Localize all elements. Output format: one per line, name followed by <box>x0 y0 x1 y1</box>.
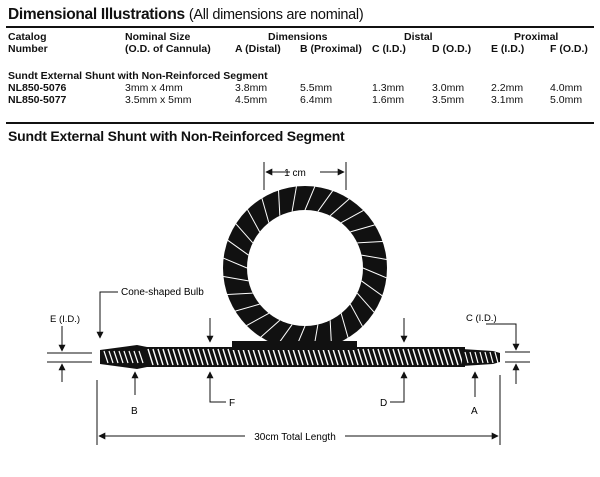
row2-b: 6.4mm <box>300 94 333 106</box>
label-d: D <box>380 398 387 409</box>
title-note: (All dimensions are nominal) <box>188 7 364 23</box>
header-rule <box>6 26 594 28</box>
total-length-dimension <box>96 375 501 445</box>
row1-e: 2.2mm <box>491 82 524 94</box>
col-a-header: A (Distal) <box>235 43 281 55</box>
row1-nominal: 3mm x 4mm <box>125 82 183 94</box>
nominal-header: Nominal Size <box>125 31 191 43</box>
dimension-e <box>47 326 92 382</box>
row2-f: 5.0mm <box>550 94 583 106</box>
label-f: F <box>229 398 235 409</box>
catalog-header: Catalog <box>8 31 47 43</box>
distal-tip <box>462 349 500 366</box>
row2-e: 3.1mm <box>491 94 524 106</box>
bulb-label: Cone-shaped Bulb <box>121 287 204 298</box>
number-header: Number <box>8 43 48 55</box>
row1-d: 3.0mm <box>432 82 465 94</box>
label-e: E (I.D.) <box>50 314 80 325</box>
col-e-header: E (I.D.) <box>491 43 525 55</box>
row1-f: 4.0mm <box>550 82 583 94</box>
nominal-subheader: (O.D. of Cannula) <box>125 43 211 55</box>
label-c: C (I.D.) <box>466 313 497 324</box>
shunt-tube <box>145 341 465 367</box>
row2-d: 3.5mm <box>432 94 465 106</box>
row1-b: 5.5mm <box>300 82 333 94</box>
illustration-title: Sundt External Shunt with Non-Reinforced… <box>8 128 345 144</box>
page-title: Dimensional Illustrations (All dimension… <box>8 6 364 24</box>
label-a: A <box>471 406 478 417</box>
dimension-c <box>486 323 530 384</box>
col-c-header: C (I.D.) <box>372 43 406 55</box>
col-b-header: B (Proximal) <box>300 43 362 55</box>
row2-c: 1.6mm <box>372 94 405 106</box>
cone-shaped-bulb <box>100 345 147 369</box>
table-group-title: Sundt External Shunt with Non-Reinforced… <box>8 70 268 82</box>
scale-indicator <box>263 162 347 190</box>
row1-catalog: NL850-5076 <box>8 82 67 94</box>
distal-header: Distal <box>404 31 433 43</box>
dimensions-header: Dimensions <box>268 31 328 43</box>
proximal-header: Proximal <box>514 31 559 43</box>
col-f-header: F (O.D.) <box>550 43 588 55</box>
row2-a: 4.5mm <box>235 94 268 106</box>
row2-nominal: 3.5mm x 5mm <box>125 94 192 106</box>
scale-label: 1 cm <box>284 168 306 179</box>
col-d-header: D (O.D.) <box>432 43 472 55</box>
row2-catalog: NL850-5077 <box>8 94 67 106</box>
shunt-loop <box>223 186 387 350</box>
title-text: Dimensional Illustrations <box>8 6 185 23</box>
total-length-label: 30cm Total Length <box>254 432 336 443</box>
row1-a: 3.8mm <box>235 82 268 94</box>
row1-c: 1.3mm <box>372 82 405 94</box>
section-rule <box>6 122 594 124</box>
label-b: B <box>131 406 138 417</box>
